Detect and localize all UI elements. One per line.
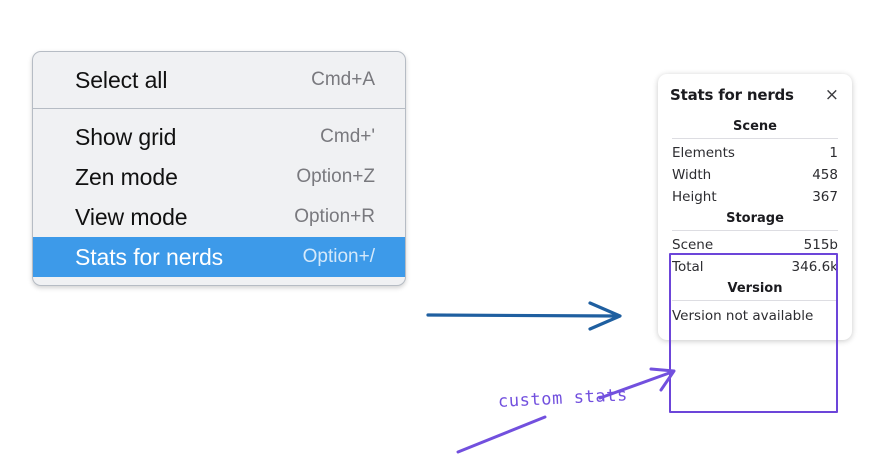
blue-arrow bbox=[426, 301, 622, 331]
section-heading-storage: Storage bbox=[726, 211, 784, 226]
menu-item-label: Stats for nerds bbox=[75, 243, 224, 270]
menu-group-1: Select all Cmd+A bbox=[33, 52, 405, 108]
stat-value: 1 bbox=[829, 145, 838, 161]
section-divider bbox=[672, 300, 838, 301]
panel-title: Stats for nerds bbox=[670, 86, 794, 104]
menu-item-label: Zen mode bbox=[75, 163, 178, 190]
version-value: Version not available bbox=[672, 308, 814, 324]
stat-key: Width bbox=[672, 167, 712, 183]
menu-item-zen-mode[interactable]: Zen mode Option+Z bbox=[33, 157, 405, 197]
menu-item-shortcut: Cmd+A bbox=[311, 69, 375, 90]
menu-group-2: Show grid Cmd+' Zen mode Option+Z View m… bbox=[33, 109, 405, 285]
stat-row: Elements 1 bbox=[670, 142, 840, 164]
stat-value: 515b bbox=[803, 237, 838, 253]
menu-item-view-mode[interactable]: View mode Option+R bbox=[33, 197, 405, 237]
menu-item-shortcut: Option+/ bbox=[302, 246, 375, 267]
menu-separator bbox=[33, 108, 405, 109]
menu-item-shortcut: Option+Z bbox=[296, 166, 375, 187]
stat-value: 367 bbox=[812, 189, 838, 205]
stat-key: Scene bbox=[672, 237, 714, 253]
close-icon[interactable]: × bbox=[824, 84, 839, 105]
section-divider bbox=[672, 230, 838, 231]
section-divider bbox=[672, 138, 838, 139]
stat-key: Height bbox=[672, 189, 717, 205]
stat-row: Total 346.6k bbox=[670, 256, 840, 278]
stat-value: 458 bbox=[812, 167, 838, 183]
stat-row: Scene 515b bbox=[670, 234, 840, 256]
menu-item-select-all[interactable]: Select all Cmd+A bbox=[33, 60, 405, 100]
custom-stats-annotation-label: custom stats bbox=[497, 385, 629, 412]
menu-item-label: Select all bbox=[75, 66, 168, 93]
section-heading-scene: Scene bbox=[733, 119, 777, 134]
menu-item-show-grid[interactable]: Show grid Cmd+' bbox=[33, 117, 405, 157]
menu-item-stats-for-nerds[interactable]: Stats for nerds Option+/ bbox=[33, 237, 405, 277]
stat-row: Width 458 bbox=[670, 164, 840, 186]
panel-header: Stats for nerds × bbox=[670, 86, 840, 104]
purple-underline-stroke bbox=[456, 415, 547, 454]
stat-key: Elements bbox=[672, 145, 735, 161]
context-menu[interactable]: Select all Cmd+A Show grid Cmd+' Zen mod… bbox=[32, 51, 406, 286]
section-heading-version: Version bbox=[727, 281, 783, 296]
menu-item-shortcut: Option+R bbox=[294, 206, 375, 227]
stat-row: Height 367 bbox=[670, 186, 840, 208]
stats-for-nerds-panel: Stats for nerds × Scene Elements 1 Width… bbox=[658, 74, 852, 340]
menu-item-label: Show grid bbox=[75, 123, 177, 150]
menu-item-label: View mode bbox=[75, 203, 188, 230]
stat-key: Total bbox=[672, 259, 704, 275]
stat-value: 346.6k bbox=[791, 259, 838, 275]
menu-item-shortcut: Cmd+' bbox=[320, 126, 375, 147]
